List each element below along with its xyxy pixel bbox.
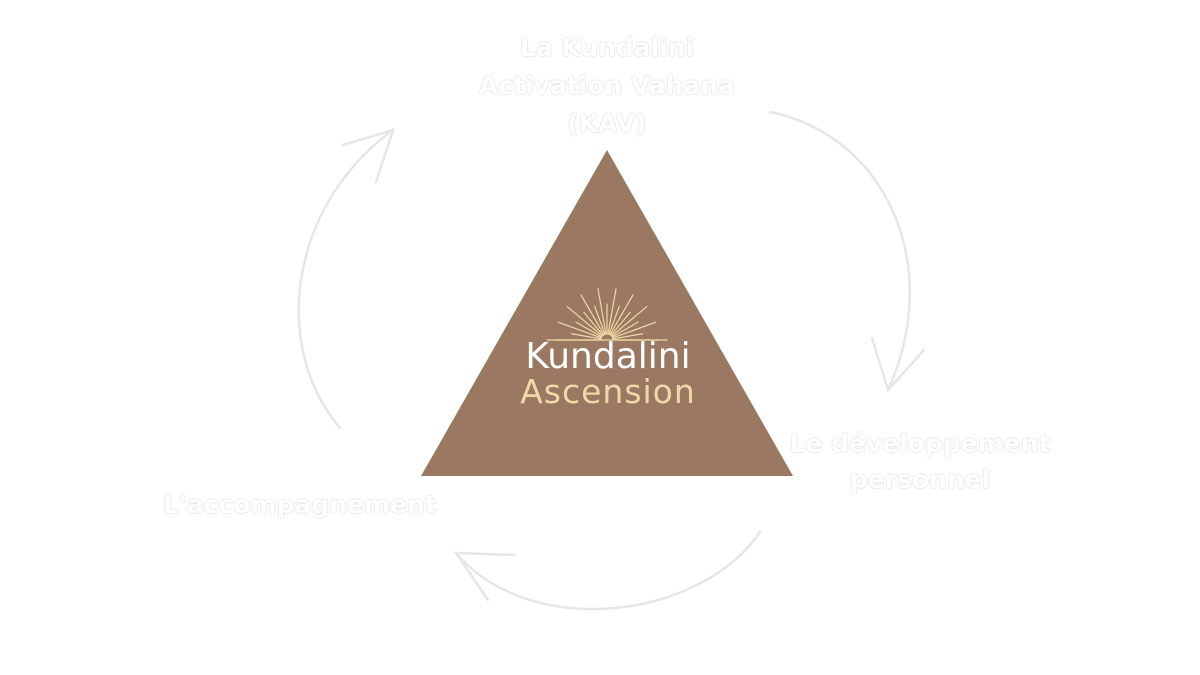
sunburst-ray (597, 288, 607, 335)
curved-arrow-icon-left (297, 128, 395, 430)
node-label-line: La Kundalini (519, 33, 695, 62)
logo-text-ascension: Ascension (520, 372, 696, 411)
node-label-line: Activation Vahana (478, 71, 736, 100)
sunburst-ray (594, 305, 606, 335)
node-label-line: personnel (849, 465, 991, 494)
sunburst-ray (612, 321, 657, 339)
sunburst-icon (546, 288, 668, 341)
node-label-developpement: Le développement personnel (780, 426, 1060, 498)
curved-arrow-icon-bottom (453, 530, 762, 611)
sunburst-ray (610, 311, 631, 337)
node-label-line: (KAV) (567, 109, 647, 138)
sunburst-ray (583, 311, 604, 337)
logo-text-kundalini: Kundalini (525, 336, 691, 377)
sunburst-ray (608, 305, 620, 335)
sunburst-ray (580, 294, 605, 336)
sunburst-ray (566, 305, 604, 337)
sunburst-ray (607, 288, 617, 335)
node-label-accompagnement: L'accompagnement (150, 486, 450, 524)
sunburst-ray (612, 333, 644, 340)
sunburst-ray (611, 321, 639, 338)
curved-arrow-icon-right (768, 110, 926, 393)
sunburst-ray (570, 333, 602, 340)
sunburst-ray (575, 321, 603, 338)
node-label-line: L'accompagnement (163, 490, 437, 519)
node-label-line: Le développement (789, 429, 1051, 458)
sunburst-ray (609, 294, 634, 336)
node-label-kav: La Kundalini Activation Vahana (KAV) (457, 29, 757, 143)
sunburst-ray (610, 305, 648, 337)
sunburst-ray (557, 321, 602, 339)
